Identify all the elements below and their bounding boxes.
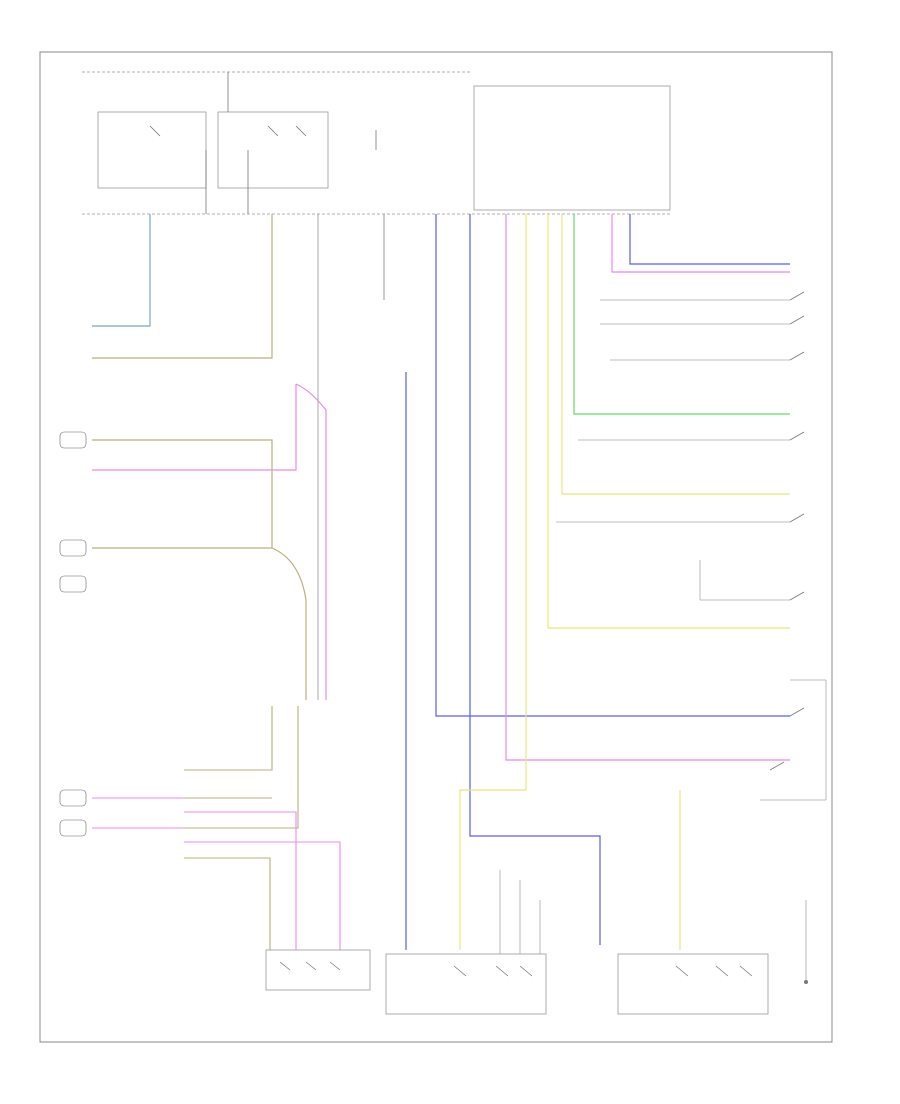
lower-switch-block <box>265 949 371 991</box>
wire-yellow-2 <box>547 214 790 629</box>
fuse-block-feeds <box>205 150 249 214</box>
wire-yellow-1 <box>459 214 527 950</box>
wire-yellow-3 <box>561 214 790 495</box>
actuator-left-front <box>59 431 87 449</box>
actuator-lower-a <box>59 789 87 807</box>
wire-blue-1 <box>435 214 790 717</box>
wire-tan-2 <box>92 439 273 549</box>
wire-green <box>573 214 790 415</box>
diagram-frame <box>39 51 833 1043</box>
actuator-right-front <box>59 575 87 593</box>
fuse-block-switches <box>149 72 377 150</box>
wire-pink-1 <box>92 383 327 700</box>
right-switches <box>769 291 805 771</box>
wire-tan-3 <box>271 547 307 700</box>
wire-blue-4 <box>629 214 790 265</box>
body-control-module <box>473 85 671 211</box>
fuse-block-left <box>97 111 207 189</box>
wire-pink-2 <box>505 214 790 761</box>
wire-tan-1 <box>92 214 273 359</box>
door-ajar-switches <box>769 291 805 771</box>
ground-wires-right <box>556 299 827 801</box>
ground-point <box>804 980 808 984</box>
wire-lt-blu <box>92 214 151 327</box>
wire-blue-2 <box>469 214 601 945</box>
wires <box>92 214 790 950</box>
left-actuators <box>59 431 87 837</box>
actuator-rear-door <box>59 539 87 557</box>
actuator-lower-b <box>59 819 87 837</box>
wire-pink-lower <box>92 797 341 950</box>
driver-door-lock-switch <box>385 953 547 1015</box>
bottom-switch-contacts <box>279 961 753 977</box>
wire-pink-3 <box>611 214 790 273</box>
fuse-block-right <box>217 111 329 189</box>
passenger-door-lock-switch <box>617 953 769 1015</box>
bottom-ground-wires <box>499 870 807 980</box>
wire-tan-lower <box>184 706 299 950</box>
